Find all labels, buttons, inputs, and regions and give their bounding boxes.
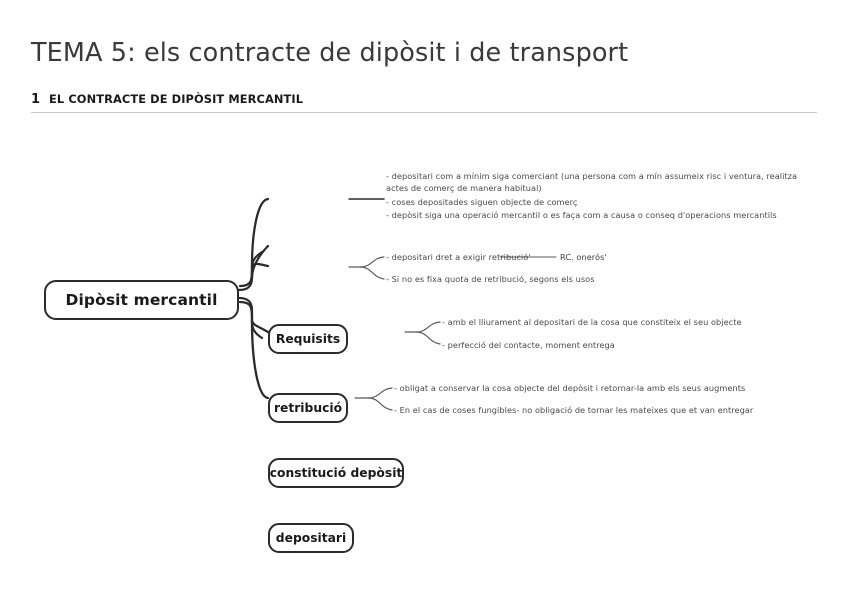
section-label: EL CONTRACTE DE DIPÒSIT MERCANTIL [49,92,304,106]
leaf-retribucio-2: - Si no es fixa quota de retribució, seg… [386,274,595,284]
node-label-depositari: depositari [275,531,347,545]
mindmap-diagram: Dipòsit mercantil Requisits retribució c… [0,140,848,553]
node-label-requisits: Requisits [275,332,341,346]
leaf-depositari-1: - obligat a conservar la cosa objecte de… [394,383,746,393]
leaf-retribucio-1: - depositari dret a exigir retribució' [386,252,531,262]
mindmap-node-depositari[interactable]: depositari [268,523,354,553]
leaf-constitucio-2: - perfecció del contacte, moment entrega [442,340,615,350]
node-label-constitucio: constitució depòsit [269,466,403,480]
mindmap-node-constitucio[interactable]: constitució depòsit [268,458,404,488]
leaf-depositari-2: - En el cas de coses fungibles- no oblig… [394,405,754,415]
mindmap-connectors [237,197,557,411]
leaf-constitucio-1: - amb el lliurament al depositari de la … [442,317,742,327]
section-number: 1 [31,92,41,107]
node-label-retribucio: retribució [273,401,343,415]
leaf-retribucio-sub: RC. onerós' [560,252,607,262]
leaf-requisits-3: - depòsit siga una operació mercantil o … [386,210,777,220]
leaf-requisits-1: - depositari com a mínim siga comerciant… [386,171,798,193]
page-title: TEMA 5: els contracte de dipòsit i de tr… [31,38,629,68]
mindmap-root-node[interactable]: Dipòsit mercantil [44,280,239,320]
section-heading: 1 EL CONTRACTE DE DIPÒSIT MERCANTIL [31,92,303,107]
heading-divider [31,112,817,113]
mindmap-node-requisits[interactable]: Requisits [268,324,348,354]
leaf-requisits-2: - coses depositades siguen objecte de co… [386,197,578,207]
mindmap-node-retribucio[interactable]: retribució [268,393,348,423]
root-node-label: Dipòsit mercantil [65,291,218,309]
